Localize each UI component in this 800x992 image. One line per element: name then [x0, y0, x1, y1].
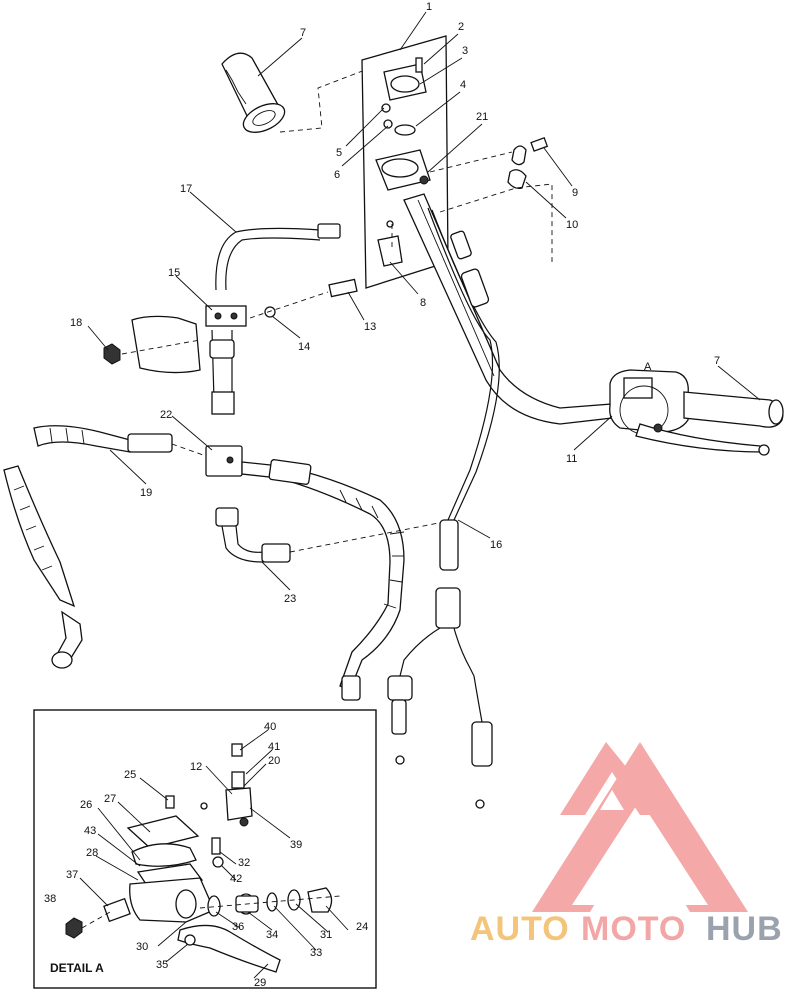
callouts: 1 2 3 4 5 6 7 7 8 9 10 11 12 13 14 15 16…	[44, 1, 720, 989]
mounting-block	[103, 305, 247, 374]
banjo-fitting	[249, 278, 358, 319]
callout-35: 35	[156, 959, 168, 971]
hose-to-tee	[205, 329, 243, 477]
detail-leader-lines	[79, 729, 349, 979]
watermark-logo	[532, 742, 748, 912]
callout-40: 40	[264, 721, 276, 733]
throttle-cable	[387, 207, 500, 809]
far-left-coiled-hose	[3, 465, 83, 669]
callout-10: 10	[566, 219, 578, 231]
callout-41: 41	[268, 741, 280, 753]
callout-11: 11	[566, 453, 577, 465]
callout-18: 18	[70, 317, 82, 329]
callout-22: 22	[160, 409, 172, 421]
view-marker-a: A	[644, 361, 652, 373]
callout-42: 42	[230, 873, 242, 885]
callout-32: 32	[238, 857, 250, 869]
callout-36: 36	[232, 921, 244, 933]
callout-34: 34	[266, 929, 278, 941]
callout-9: 9	[572, 187, 578, 199]
detail-a-label: DETAIL A	[50, 961, 104, 975]
callout-16: 16	[490, 539, 502, 551]
callout-14: 14	[298, 341, 310, 353]
callout-23: 23	[284, 593, 296, 605]
callout-30: 30	[136, 941, 148, 953]
left-brake-hose	[33, 425, 207, 457]
right-control-assembly	[609, 369, 784, 456]
upper-brake-hose	[215, 223, 341, 291]
callout-6: 6	[334, 169, 340, 181]
callout-25: 25	[124, 769, 136, 781]
watermark-text-hub: HUB	[706, 910, 783, 948]
callout-17: 17	[180, 183, 192, 195]
detail-a-box	[33, 709, 377, 989]
callout-7-right: 7	[714, 355, 720, 367]
callout-20: 20	[268, 755, 280, 767]
watermark-text-moto: MOTO	[581, 910, 686, 948]
callout-21: 21	[476, 111, 488, 123]
bolt-and-clip	[507, 137, 549, 190]
callout-3: 3	[462, 45, 468, 57]
leader-lines	[87, 11, 761, 591]
callout-12: 12	[190, 761, 202, 773]
callout-1: 1	[426, 1, 432, 13]
left-grip	[221, 52, 286, 133]
lower-hose	[215, 507, 291, 563]
callout-2: 2	[458, 21, 464, 33]
callout-26: 26	[80, 799, 92, 811]
callout-5: 5	[336, 147, 342, 159]
callout-13: 13	[364, 321, 376, 333]
callout-28: 28	[86, 847, 98, 859]
callout-4: 4	[460, 79, 466, 91]
callout-19: 19	[140, 487, 152, 499]
callout-24: 24	[356, 921, 368, 933]
callout-31: 31	[320, 929, 332, 941]
right-brake-hose	[241, 459, 405, 701]
callout-7-left: 7	[300, 27, 306, 39]
callout-15: 15	[168, 267, 180, 279]
callout-37: 37	[66, 869, 78, 881]
callout-27: 27	[104, 793, 116, 805]
callout-33: 33	[310, 947, 322, 959]
callout-43: 43	[84, 825, 96, 837]
callout-39: 39	[290, 839, 302, 851]
watermark-text-auto: AUTO	[470, 910, 570, 948]
callout-29: 29	[254, 977, 266, 989]
callout-38: 38	[44, 893, 56, 905]
callout-8: 8	[420, 297, 426, 309]
